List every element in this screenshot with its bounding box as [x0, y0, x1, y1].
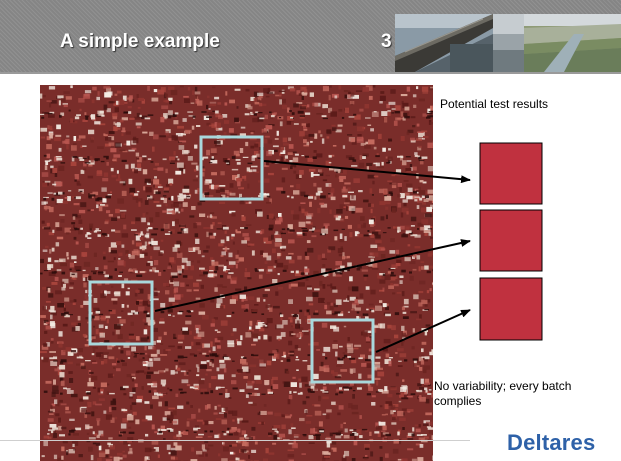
conclusion-line-2: complies [434, 394, 482, 408]
conclusion-line-1: No variability; every batch [434, 379, 572, 393]
slide-title: A simple example [60, 31, 220, 52]
header-divider [0, 72, 621, 74]
result-square-1 [479, 142, 543, 205]
results-label: Potential test results [440, 97, 549, 111]
header-photo-bridge [395, 14, 493, 72]
material-texture-image [40, 85, 433, 461]
deltares-logo: Deltares [507, 430, 596, 455]
result-square-3 [479, 277, 543, 341]
slide-number: 3 [381, 31, 392, 52]
header-photo-gap [493, 14, 524, 72]
result-square-2 [479, 209, 543, 272]
footer-divider [0, 440, 470, 441]
slide-header: A simple example 3 [0, 0, 621, 72]
header-photo-river [524, 14, 621, 72]
